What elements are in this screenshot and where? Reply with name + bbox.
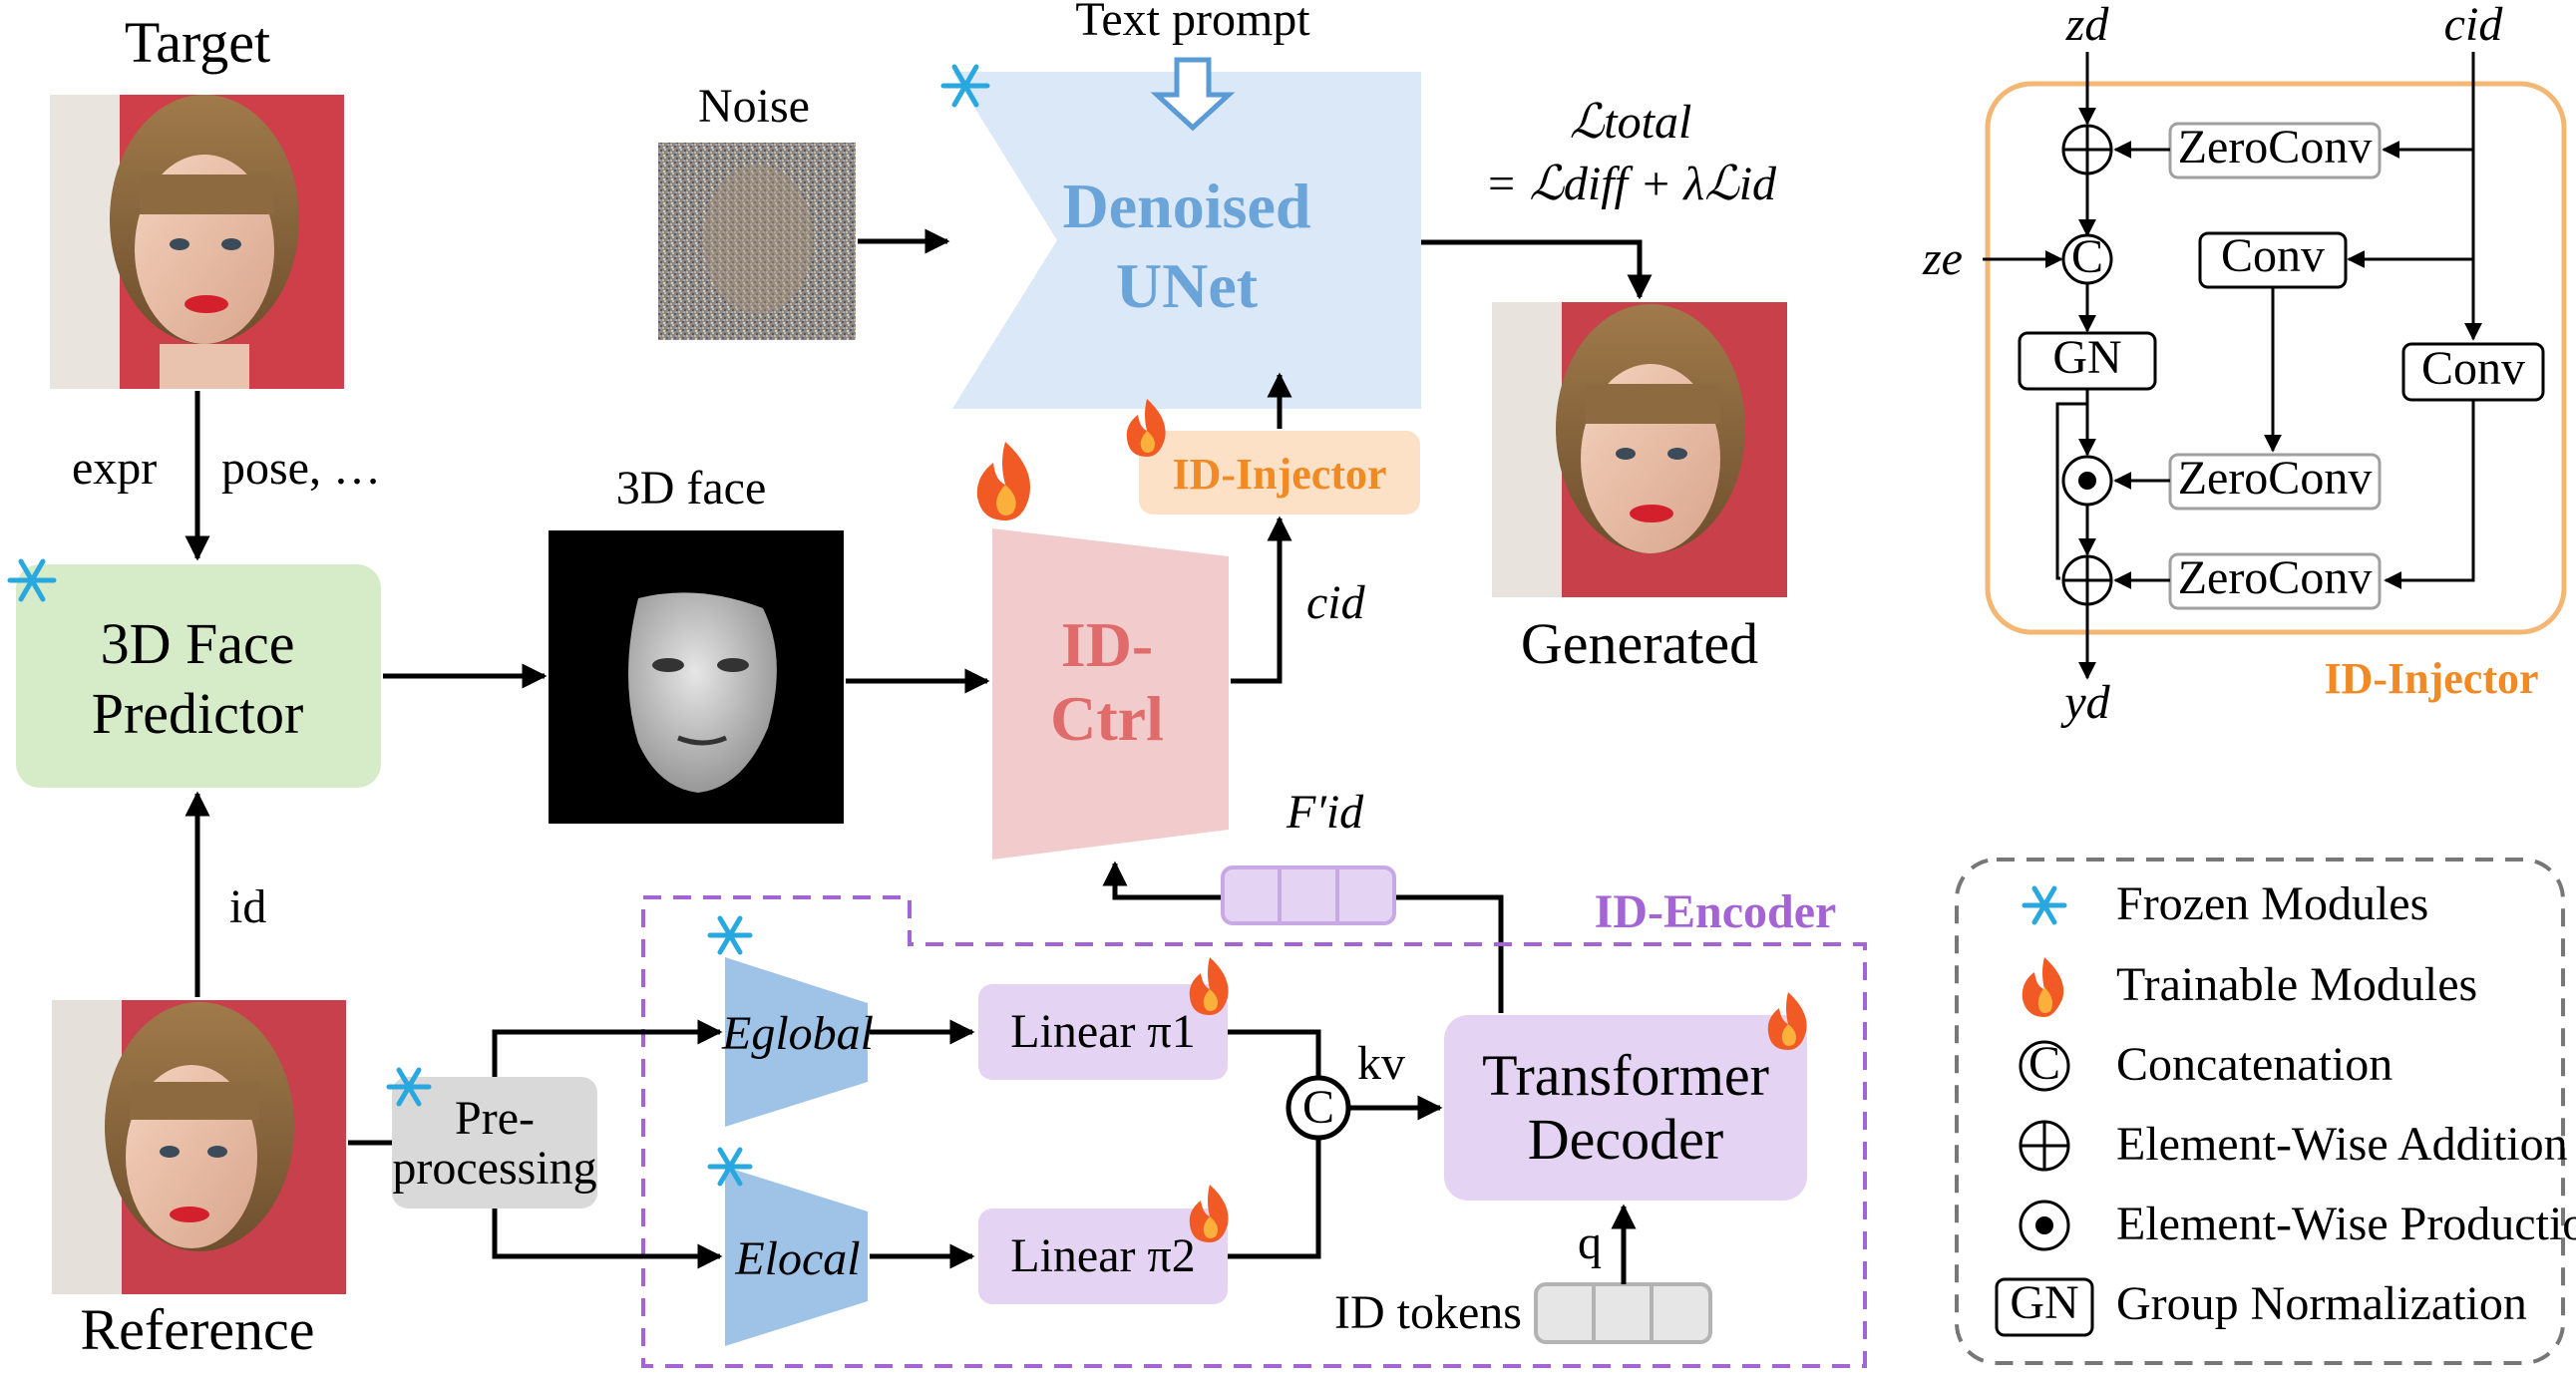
linear-2-box <box>978 1209 1228 1304</box>
kv-label: kv <box>1357 1037 1405 1090</box>
id-label: id <box>229 880 266 933</box>
legend-concat: Concatenation <box>2116 1038 2392 1091</box>
flame-icon <box>1189 957 1229 1015</box>
text-prompt-label: Text prompt <box>1075 0 1310 46</box>
id-ctrl-label-2: Ctrl <box>1050 683 1164 754</box>
id-injector-box <box>1139 431 1420 515</box>
flame-icon <box>1767 992 1807 1050</box>
reference-photo <box>52 1000 346 1294</box>
snowflake-icon <box>707 915 753 955</box>
e-local-shape <box>725 1167 868 1346</box>
inj-gn-label: GN <box>2052 331 2121 384</box>
flame-icon <box>1126 399 1166 457</box>
c-id-label: cid <box>1306 576 1366 629</box>
linear-1-label: Linear π1 <box>1010 1005 1195 1058</box>
target-photo <box>50 95 344 389</box>
legend-frozen-icon <box>2022 885 2067 925</box>
legend-trainable: Trainable Modules <box>2116 958 2477 1011</box>
legend-add-icon <box>2019 1120 2070 1172</box>
f-id-label: F′id <box>1286 786 1364 839</box>
pose-label: pose, … <box>221 442 381 495</box>
face-predictor-label-2: Predictor <box>92 681 304 746</box>
target-label: Target <box>125 10 270 75</box>
flame-icon <box>1189 1185 1229 1242</box>
y-d-label: yd <box>2059 676 2110 729</box>
legend-gn-icon <box>1995 1277 2094 1337</box>
inj-conv-2-label: Conv <box>2421 342 2525 395</box>
generated-photo <box>1492 302 1787 597</box>
id-injector-detail-border <box>1985 81 2567 635</box>
loss-formula: = ℒdiff + λℒid <box>1485 158 1777 210</box>
preprocessing-label-1: Pre- <box>455 1092 535 1145</box>
z-e-label: ze <box>1922 232 1963 285</box>
e-local-label: Elocal <box>734 1232 860 1285</box>
linear-2-label: Linear π2 <box>1010 1229 1195 1282</box>
snowflake-icon <box>940 64 990 108</box>
snowflake-icon <box>707 1147 753 1187</box>
z-d-label: zd <box>2065 0 2110 51</box>
id-tokens-label: ID tokens <box>1334 1286 1522 1339</box>
id-encoder-label: ID-Encoder <box>1595 885 1837 938</box>
c-id-inj-label: cid <box>2444 0 2504 51</box>
loss-total: ℒtotal <box>1570 96 1692 149</box>
preprocessing-label-2: processing <box>392 1142 596 1195</box>
legend-frozen: Frozen Modules <box>2116 877 2428 930</box>
legend-prod: Element-Wise Production <box>2116 1198 2576 1250</box>
inj-concat-label: C <box>2071 230 2103 283</box>
inj-conv-1-label: Conv <box>2221 229 2325 282</box>
legend-add: Element-Wise Addition <box>2116 1118 2568 1171</box>
transformer-decoder-box <box>1444 1015 1807 1201</box>
inj-zeroconv-1-label: ZeroConv <box>2178 121 2373 173</box>
unet-label-1: Denoised <box>1063 171 1311 241</box>
inj-zeroconv-3-label: ZeroConv <box>2178 551 2373 604</box>
unet-label-2: UNet <box>1116 250 1259 321</box>
face-predictor-label-1: 3D Face <box>101 611 295 676</box>
reference-label: Reference <box>80 1297 314 1362</box>
concat-node-label: C <box>1302 1081 1334 1134</box>
id-ctrl-label-1: ID- <box>1061 609 1153 680</box>
face-predictor-box <box>16 564 381 788</box>
e-global-label: Eglobal <box>721 1007 874 1060</box>
snowflake-icon <box>7 558 57 602</box>
noise-label: Noise <box>698 80 810 133</box>
id-tokens <box>1534 1282 1712 1344</box>
id-ctrl-shape <box>992 528 1229 860</box>
legend-concat-icon <box>2019 1040 2070 1092</box>
q-label: q <box>1578 1216 1602 1269</box>
text-prompt-arrow <box>1150 57 1236 132</box>
preprocessing-box <box>392 1077 597 1209</box>
legend-gn-badge: GN <box>2010 1276 2078 1329</box>
id-injector-detail-title: ID-Injector <box>2324 654 2538 703</box>
linear-1-box <box>978 984 1228 1080</box>
id-injector-label: ID-Injector <box>1172 450 1386 499</box>
transformer-label-2: Decoder <box>1528 1107 1723 1172</box>
legend-concat-badge: C <box>2028 1037 2060 1090</box>
legend-prod-icon <box>2019 1200 2070 1251</box>
id-encoder-border <box>641 895 1867 1368</box>
noise-image <box>658 143 856 340</box>
inj-zeroconv-2-label: ZeroConv <box>2178 452 2373 505</box>
e-global-shape <box>725 957 868 1127</box>
3d-face-image <box>549 530 844 824</box>
generated-label: Generated <box>1521 611 1758 676</box>
flame-icon <box>976 442 1030 520</box>
transformer-label-1: Transformer <box>1482 1043 1769 1108</box>
snowflake-icon <box>386 1067 432 1107</box>
3d-face-label: 3D face <box>616 462 767 515</box>
legend-flame-icon <box>2022 957 2064 1017</box>
legend-gn: Group Normalization <box>2116 1277 2527 1330</box>
f-id-tokens <box>1221 865 1396 925</box>
expr-label: expr <box>72 442 157 495</box>
